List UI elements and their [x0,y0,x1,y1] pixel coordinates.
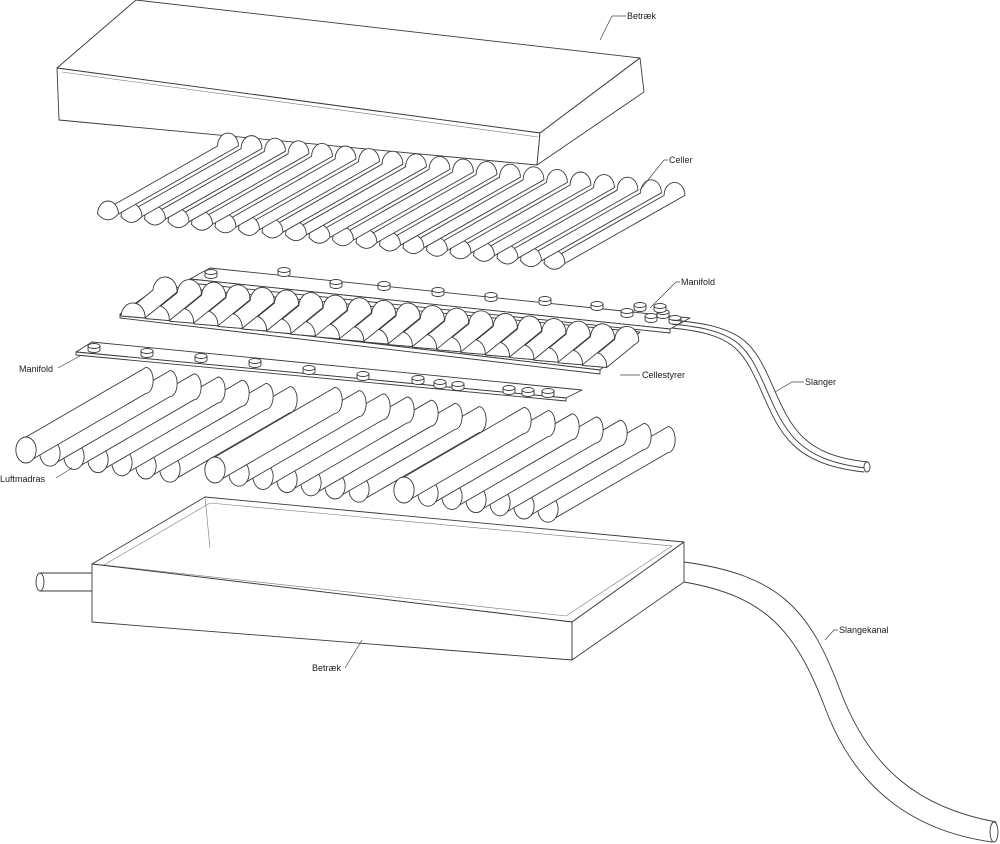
lower-port-1 [87,343,101,353]
lower-port-9 [451,381,465,391]
lower-port-5 [302,365,316,375]
mattress-tube-b-3 [252,393,391,490]
upper-port-10 [633,302,647,312]
hose-channel [35,561,999,843]
air-mattress [15,366,676,523]
top-cover [56,0,645,166]
label-manifold-upper: Manifold [681,277,715,287]
label-manifold-lower: Manifold [19,364,53,374]
cell-guides [119,276,641,375]
upper-port-4 [377,281,391,291]
lower-port-8 [433,379,447,389]
upper-port-7 [538,296,552,306]
mattress-tube-a-6 [135,382,274,480]
lower-port-6 [356,371,370,381]
mattress-tube-c-1 [393,406,532,504]
cells [97,132,686,270]
upper-port-8 [590,301,604,311]
upper-port-2 [277,267,291,277]
upper-port-14 [653,303,667,313]
lower-port-11 [521,387,535,397]
label-hoses: Slanger [805,377,836,387]
upper-port-5 [431,287,445,297]
mattress-tube-b-1 [204,386,343,484]
label-cover-bottom: Betræk [312,663,342,673]
label-cover-top: Betræk [627,11,657,21]
lower-port-12 [541,388,555,398]
bottom-cover-tray [91,496,685,661]
leader-lines [55,15,838,669]
guide-arch-20 [582,325,640,368]
lower-port-4 [248,358,262,368]
mattress-tube-a-3 [63,373,202,470]
upper-port-9 [620,308,634,318]
upper-port-3 [329,279,343,289]
cell-10 [308,155,451,244]
label-cells: Celler [669,155,693,165]
cell-1 [97,132,239,221]
label-air-mattress: Luftmadras [0,474,46,484]
lower-manifold-ports [87,343,555,398]
mattress-tube-b-4 [276,396,415,494]
lower-port-3 [194,353,208,363]
mattress-tube-a-1 [15,366,154,464]
guide-arches [120,276,640,368]
lower-port-10 [502,385,516,395]
mattress-tube-a-2 [39,370,178,467]
upper-port-11 [644,313,658,323]
labels: Betræk Celler Manifold Cellestyrer Slang… [0,11,889,673]
upper-port-6 [484,292,498,302]
upper-port-1 [204,269,218,279]
label-cell-guides: Cellestyrer [642,370,685,380]
lower-port-2 [140,348,154,358]
guide-arch-15 [460,312,518,355]
guide-arch-1 [120,276,178,319]
label-hose-channel: Slangekanal [839,625,889,635]
lower-manifold [75,341,583,402]
upper-manifold-ports [204,267,682,325]
hoses [671,319,871,473]
lower-port-7 [411,375,425,385]
